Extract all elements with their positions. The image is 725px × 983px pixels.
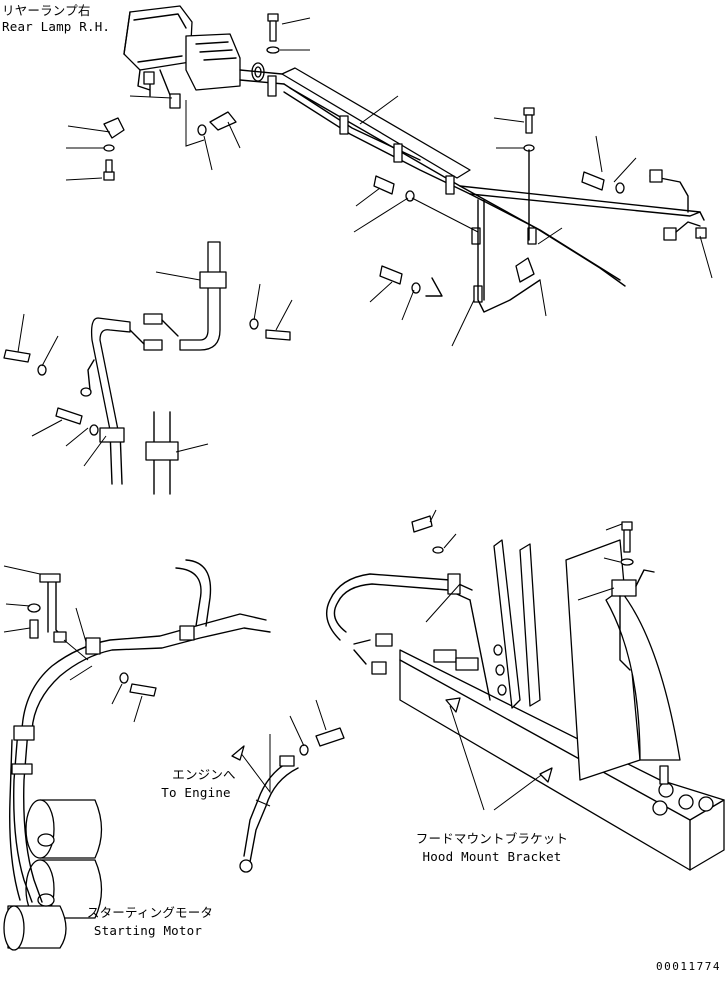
leader-lines-top [65,17,713,347]
starting-motor-label-en: Starting Motor [93,923,203,938]
drawing-number: 00011774 [656,960,721,973]
to-engine-label-jp: エンジンへ [172,767,236,782]
main-harness-tube [239,67,705,287]
hardware-top [103,13,625,297]
ground-cable [231,699,345,873]
starter-harness [3,559,271,903]
harness-clips-top [267,75,541,313]
hood-mount-bracket-label-en: Hood Mount Bracket [422,849,562,864]
starting-motor [3,799,103,951]
rear-lamp-label-jp: リヤーランプ右 [2,3,91,18]
rear-lamp-label-en: Rear Lamp R.H. [2,19,111,34]
starting-motor-label-jp: スターティングモータ [86,905,214,920]
rear-lamp-rh [123,5,265,109]
clip [169,93,181,109]
middle-left-harness [3,241,291,495]
hood-mount-bracket [326,509,725,871]
boot-cover [515,257,535,283]
right-connectors [649,169,707,241]
leader-lines-middle [17,271,293,467]
hood-mount-bracket-label-jp: フードマウントブラケット [415,831,569,846]
to-engine-label-en: To Engine [161,785,231,800]
